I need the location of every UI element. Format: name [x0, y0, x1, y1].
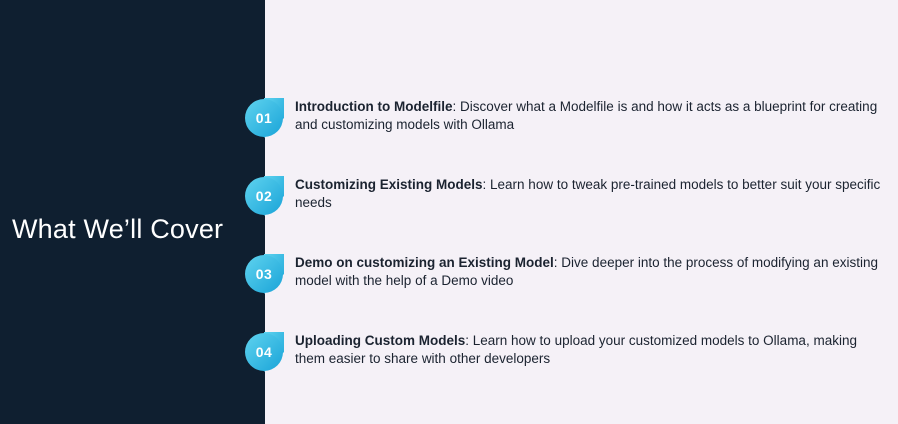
- item-description: Learn how to upload your customized mode…: [295, 333, 857, 366]
- number-badge: 01: [244, 88, 304, 148]
- badge-shape-icon: [245, 176, 284, 216]
- item-title: Demo on customizing an Existing Model: [295, 255, 554, 270]
- item-text: Introduction to Modelfile: Discover what…: [295, 98, 890, 134]
- item-title: Introduction to Modelfile: [295, 99, 453, 114]
- badge-shape-icon: [245, 254, 284, 294]
- badge-number: 01: [255, 110, 273, 126]
- agenda-list: 01 Introduction to Modelfile: Discover w…: [245, 0, 898, 424]
- badge-shape-icon: [245, 98, 284, 138]
- item-description: Learn how to tweak pre-trained models to…: [295, 177, 881, 210]
- item-text: Customizing Existing Models: Learn how t…: [295, 176, 890, 212]
- badge-number: 03: [255, 266, 273, 282]
- item-title: Customizing Existing Models: [295, 177, 483, 192]
- agenda-item: 04 Uploading Custom Models: Learn how to…: [245, 322, 898, 382]
- item-text: Uploading Custom Models: Learn how to up…: [295, 332, 890, 368]
- number-badge: 04: [244, 322, 304, 382]
- item-description: Dive deeper into the process of modifyin…: [295, 255, 878, 288]
- item-title: Uploading Custom Models: [295, 333, 466, 348]
- agenda-item: 01 Introduction to Modelfile: Discover w…: [245, 88, 898, 148]
- number-badge: 03: [244, 244, 304, 304]
- badge-shape-icon: [245, 332, 284, 372]
- left-panel: What We’ll Cover: [0, 0, 265, 424]
- badge-number: 02: [255, 188, 273, 204]
- number-badge: 02: [244, 166, 304, 226]
- agenda-item: 03 Demo on customizing an Existing Model…: [245, 244, 898, 304]
- item-separator: :: [452, 99, 457, 114]
- slide-title: What We’ll Cover: [12, 214, 224, 244]
- item-description: Discover what a Modelfile is and how it …: [295, 99, 878, 132]
- item-separator: :: [553, 255, 558, 270]
- agenda-item: 02 Customizing Existing Models: Learn ho…: [245, 166, 898, 226]
- item-separator: :: [465, 333, 470, 348]
- badge-number: 04: [255, 344, 273, 360]
- item-separator: :: [482, 177, 487, 192]
- item-text: Demo on customizing an Existing Model: D…: [295, 254, 890, 290]
